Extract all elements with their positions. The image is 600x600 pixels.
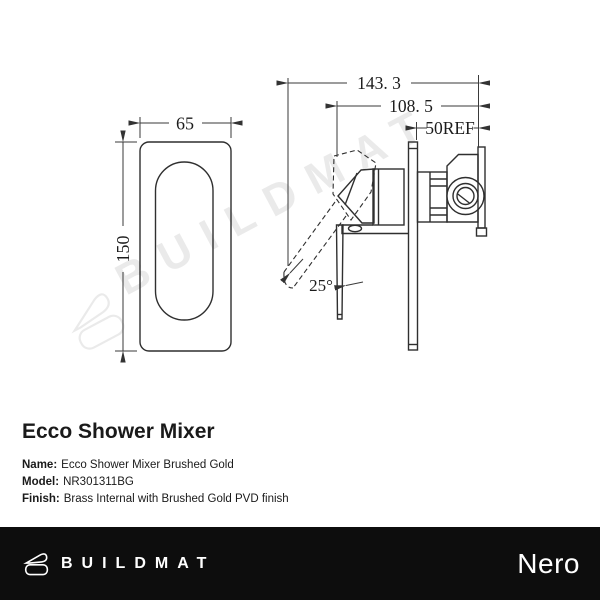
handle-head xyxy=(337,168,375,224)
dim-total-depth: 143. 3 xyxy=(357,73,401,93)
watermark-text: BUILDMAT xyxy=(108,95,444,305)
body-base xyxy=(341,224,409,235)
front-plate xyxy=(139,141,232,352)
technical-drawing: BUILDMAT 65 150 xyxy=(71,73,491,363)
spec-model: Model:NR301311BG xyxy=(22,474,289,491)
watermark: BUILDMAT xyxy=(71,95,444,350)
spec-finish-value: Brass Internal with Brushed Gold PVD fin… xyxy=(63,493,289,505)
front-cutout xyxy=(154,161,214,321)
watermark-logo-icon xyxy=(71,293,110,334)
dim-height-150: 150 xyxy=(113,236,133,263)
product-info: Ecco Shower Mixer Name:Ecco Shower Mixer… xyxy=(22,421,289,508)
dim-width-65: 65 xyxy=(176,114,194,134)
valve-housing xyxy=(446,146,488,237)
front-view xyxy=(139,141,232,352)
front-dimensions xyxy=(115,117,243,363)
buildmat-logo-icon xyxy=(23,553,49,576)
side-dimensions xyxy=(276,75,491,291)
spec-name: Name:Ecco Shower Mixer Brushed Gold xyxy=(22,457,289,474)
spec-name-value: Ecco Shower Mixer Brushed Gold xyxy=(61,459,234,471)
spec-name-label: Name: xyxy=(22,459,58,471)
side-view xyxy=(335,141,488,351)
dim-handle-angle: 25° xyxy=(309,276,333,295)
spec-model-label: Model: xyxy=(22,476,60,488)
spec-finish: Finish:Brass Internal with Brushed Gold … xyxy=(22,491,289,508)
mixer-body xyxy=(372,168,448,226)
side-wall-plate xyxy=(407,141,419,351)
spec-finish-label: Finish: xyxy=(22,493,60,505)
dim-body-depth: 108. 5 xyxy=(389,96,433,116)
footer-bar: BUILDMAT Nero xyxy=(0,527,600,600)
nero-wordmark: Nero xyxy=(517,547,580,579)
buildmat-wordmark: BUILDMAT xyxy=(61,554,216,572)
page-title: Ecco Shower Mixer xyxy=(22,420,215,443)
dim-ref-50: 50REF xyxy=(425,118,475,138)
buildmat-brand: BUILDMAT xyxy=(20,550,215,577)
spec-model-value: NR301311BG xyxy=(63,476,134,488)
handle-lever xyxy=(335,224,344,320)
